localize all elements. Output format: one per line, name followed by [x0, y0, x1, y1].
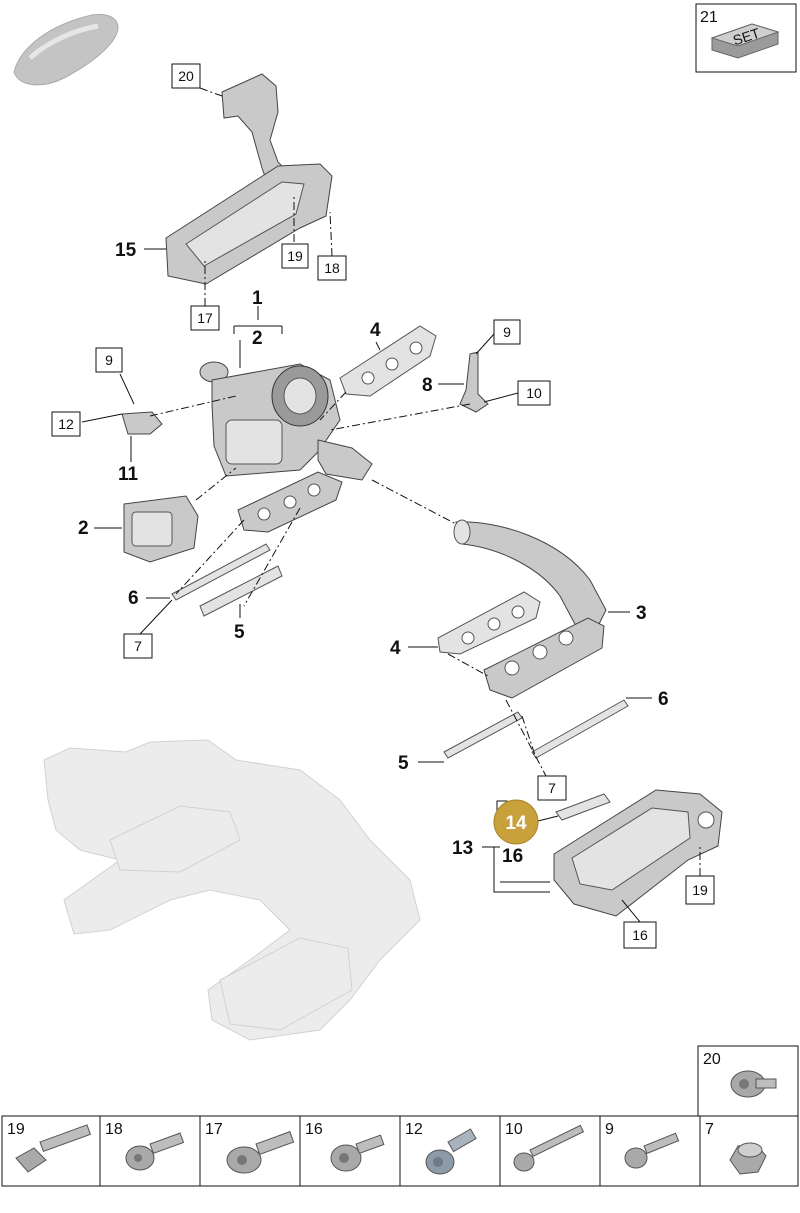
callout-3[interactable]: 3 — [636, 603, 647, 624]
fastener-cell-12[interactable]: 12 — [399, 1115, 501, 1187]
long-bolt-10-icon — [513, 1124, 585, 1172]
callout-19-top[interactable]: 19 — [281, 243, 309, 269]
svg-text:16: 16 — [632, 927, 648, 943]
fastener-cell-16[interactable]: 16 — [299, 1115, 401, 1187]
callout-9-right[interactable]: 9 — [493, 319, 521, 345]
torx-bolt-18-icon — [125, 1132, 185, 1171]
callout-17[interactable]: 17 — [190, 305, 220, 331]
gasket-strip-5-upper[interactable] — [199, 565, 283, 617]
svg-text:7: 7 — [548, 780, 556, 796]
svg-text:19: 19 — [692, 882, 708, 898]
callout-2-top[interactable]: 2 — [252, 328, 263, 349]
assembled-view-ghost — [43, 739, 421, 1041]
torx-bolt-16-icon — [330, 1134, 385, 1172]
callout-2-left[interactable]: 2 — [78, 518, 89, 539]
callout-18[interactable]: 18 — [317, 255, 347, 281]
svg-text:9: 9 — [605, 1121, 614, 1138]
svg-text:14: 14 — [505, 813, 527, 834]
gasket-strip-6-lower[interactable] — [531, 699, 629, 759]
callout-6-lower[interactable]: 6 — [658, 689, 669, 710]
fastener-cell-19[interactable]: 19 — [1, 1115, 101, 1187]
exhaust-pipe[interactable] — [453, 519, 607, 631]
turbo-gasket-lower[interactable] — [437, 591, 541, 655]
callout-9-left[interactable]: 9 — [95, 347, 123, 373]
svg-text:12: 12 — [405, 1121, 423, 1138]
svg-text:18: 18 — [105, 1121, 123, 1138]
bolt-9-icon — [624, 1132, 680, 1169]
svg-text:17: 17 — [197, 310, 213, 326]
svg-text:19: 19 — [287, 248, 303, 264]
stud-bolt-12-icon — [425, 1128, 477, 1175]
set-kit-number: 21 — [700, 9, 718, 26]
svg-text:12: 12 — [58, 416, 74, 432]
callout-20[interactable]: 20 — [171, 63, 201, 89]
bracket[interactable] — [459, 351, 489, 413]
svg-text:17: 17 — [205, 1121, 223, 1138]
gasket-strip-5-lower[interactable] — [443, 711, 523, 759]
callout-16-bold[interactable]: 16 — [502, 846, 523, 867]
callout-1[interactable]: 1 — [252, 288, 263, 309]
callout-11[interactable]: 11 — [118, 464, 139, 485]
callout-7-lower[interactable]: 7 — [537, 775, 567, 801]
exhaust-manifold-lower[interactable] — [483, 617, 605, 699]
callout-5-lower[interactable]: 5 — [398, 753, 409, 774]
callout-16-lower[interactable]: 16 — [623, 921, 657, 949]
exhaust-manifold-upper[interactable] — [237, 471, 343, 533]
callout-13[interactable]: 13 — [452, 838, 473, 859]
callout-7-upper[interactable]: 7 — [123, 633, 153, 659]
flange-bolt-19-icon — [15, 1124, 92, 1173]
callout-14-highlight[interactable]: 14 — [493, 799, 539, 845]
set-kit-box[interactable]: 21 SET — [695, 3, 797, 73]
callout-19-lower[interactable]: 19 — [685, 875, 715, 905]
heat-shield-frame[interactable] — [165, 163, 333, 285]
fastener-cell-10[interactable]: 10 — [499, 1115, 601, 1187]
svg-text:20: 20 — [178, 68, 194, 84]
flange-bolt-17-icon — [226, 1131, 295, 1174]
wastegate-actuator[interactable] — [123, 495, 199, 563]
fastener-cell-18[interactable]: 18 — [99, 1115, 201, 1187]
svg-text:20: 20 — [703, 1051, 721, 1068]
callout-15[interactable]: 15 — [115, 240, 137, 261]
svg-text:10: 10 — [526, 385, 542, 401]
set-kit-icon — [710, 23, 780, 59]
callout-4-lower[interactable]: 4 — [390, 638, 401, 659]
torx-screw-20-icon — [730, 1070, 777, 1098]
heat-shield-lower[interactable] — [553, 789, 723, 917]
svg-text:7: 7 — [705, 1121, 714, 1138]
vehicle-silhouette-icon — [13, 13, 119, 86]
fastener-cell-9[interactable]: 9 — [599, 1115, 701, 1187]
nut-7-icon — [729, 1142, 767, 1175]
callout-10[interactable]: 10 — [517, 380, 551, 406]
turbo-gasket-upper[interactable] — [339, 325, 437, 397]
svg-text:16: 16 — [305, 1121, 323, 1138]
fastener-cell-17[interactable]: 17 — [199, 1115, 301, 1187]
callout-5-upper[interactable]: 5 — [234, 622, 245, 643]
gasket-strip-6-upper[interactable] — [171, 543, 271, 601]
turbocharger[interactable] — [199, 361, 373, 481]
callout-8[interactable]: 8 — [422, 375, 433, 396]
callout-12[interactable]: 12 — [51, 411, 81, 437]
callout-6-upper[interactable]: 6 — [128, 588, 139, 609]
fastener-cell-7[interactable]: 7 — [699, 1115, 799, 1187]
svg-text:9: 9 — [105, 352, 113, 368]
callout-4-top[interactable]: 4 — [370, 320, 381, 341]
leader-lines — [81, 87, 701, 923]
svg-text:18: 18 — [324, 260, 340, 276]
fastener-cell-20[interactable]: 20 — [697, 1045, 799, 1117]
svg-text:19: 19 — [7, 1121, 25, 1138]
svg-text:10: 10 — [505, 1121, 523, 1138]
svg-text:9: 9 — [503, 324, 511, 340]
gasket-14[interactable] — [555, 793, 611, 821]
svg-text:7: 7 — [134, 638, 142, 654]
small-bracket[interactable] — [121, 411, 163, 435]
fastener-table: 20 19 18 17 — [1, 1045, 799, 1187]
